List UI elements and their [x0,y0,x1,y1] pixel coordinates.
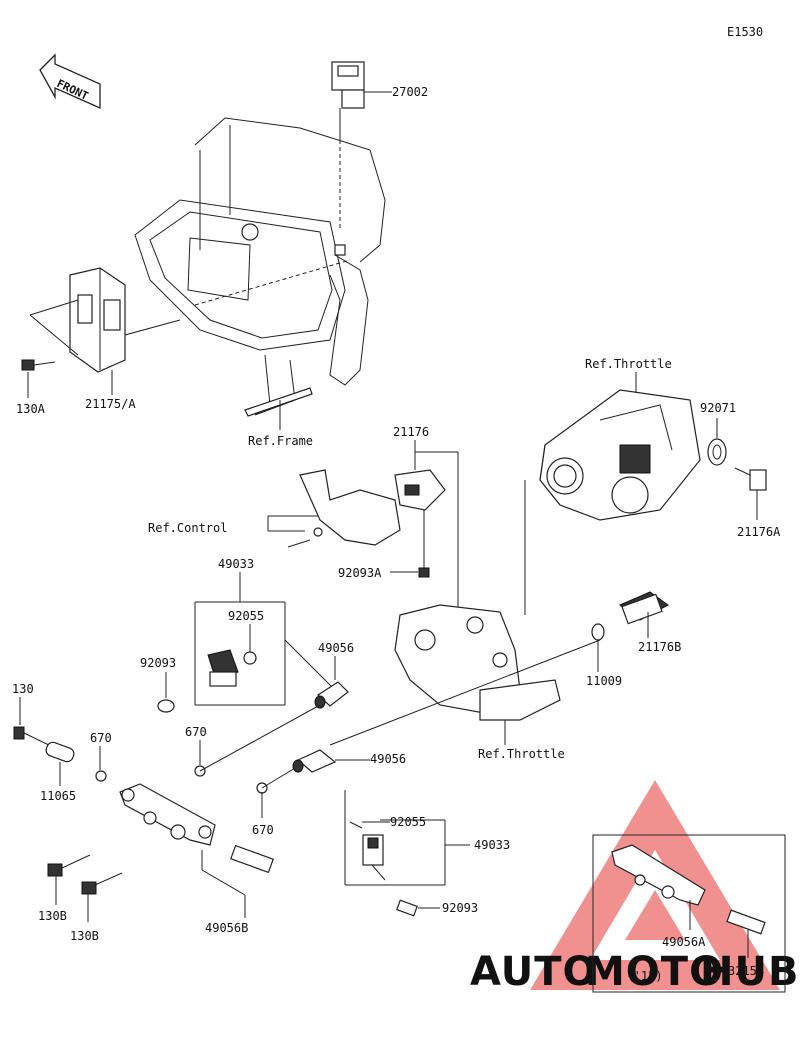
label-ref-frame: Ref.Frame [248,434,313,448]
watermark-text-moto: MOTO [585,949,724,995]
bolt-130A-icon [21,359,56,398]
bracket-ref-control-icon [287,469,446,578]
connector-27002-icon [331,61,392,140]
label-21176: 21176 [393,425,429,439]
inset-box [592,834,786,993]
label-49033-bottom: 49033 [474,838,510,852]
watermark-text-hub: HUB [700,949,799,995]
part-49056-mid-icon [292,749,337,773]
front-arrow-icon: FRONT [39,53,101,110]
label-32154: 32154 [728,964,764,978]
label-130B-b: 130B [70,929,99,943]
seal-92093-bottom-icon [396,899,418,917]
pipe-49056B-icon [201,844,274,918]
label-49056B: 49056B [205,921,248,935]
label-ref-throttle-bottom: Ref.Throttle [478,747,565,761]
label-92093-bottom: 92093 [442,901,478,915]
sensor-21176A-icon [734,467,767,520]
label-11009: 11009 [586,674,622,688]
label-ref-control: Ref.Control [148,521,227,535]
injector-49033-top-icon [157,649,257,713]
label-21176A: 21176A [737,525,781,539]
sensor-21176B-icon [619,591,669,638]
label-49056A: 49056A [662,935,706,949]
watermark-text-auto: AUTO [470,949,598,995]
inset-note: ( -'15) [612,969,663,983]
label-670-a: 670 [90,731,112,745]
label-21176B: 21176B [638,640,681,654]
seal-92071-icon [707,418,727,466]
ecu-21175A-icon [29,267,126,395]
label-92093-top: 92093 [140,656,176,670]
part-49056-top-icon [314,681,349,709]
bolt-130B-b-icon [81,872,123,922]
label-49056-top: 49056 [318,641,354,655]
injector-49033-bottom-icon [349,821,386,881]
label-49033-top: 49033 [218,557,254,571]
spacer-11065-icon [45,741,75,786]
throttle-body-icon [539,389,701,521]
label-92055-bottom: 92055 [390,815,426,829]
diagram-code: E1530 [727,25,763,39]
fuel-rail-icon [119,783,216,846]
inset-fuel-rail-icon [611,844,766,958]
label-92093A: 92093A [338,566,382,580]
o-ring-670-a-icon [95,770,107,782]
label-130B-a: 130B [38,909,67,923]
label-130A: 130A [16,402,46,416]
bolt-130-icon [13,697,56,749]
label-670-c: 670 [252,823,274,837]
bolt-130B-a-icon [47,854,91,905]
label-ref-throttle-top: Ref.Throttle [585,357,672,371]
label-11065: 11065 [40,789,76,803]
label-27002: 27002 [392,85,428,99]
o-ring-11009-icon [591,623,605,672]
label-670-b: 670 [185,725,207,739]
throttle-lower-body-icon [394,604,561,745]
label-92071: 92071 [700,401,736,415]
label-49056-mid: 49056 [370,752,406,766]
frame-drawing [124,117,386,417]
label-21175A: 21175/A [85,397,136,411]
label-130: 130 [12,682,34,696]
label-92055-top: 92055 [228,609,264,623]
